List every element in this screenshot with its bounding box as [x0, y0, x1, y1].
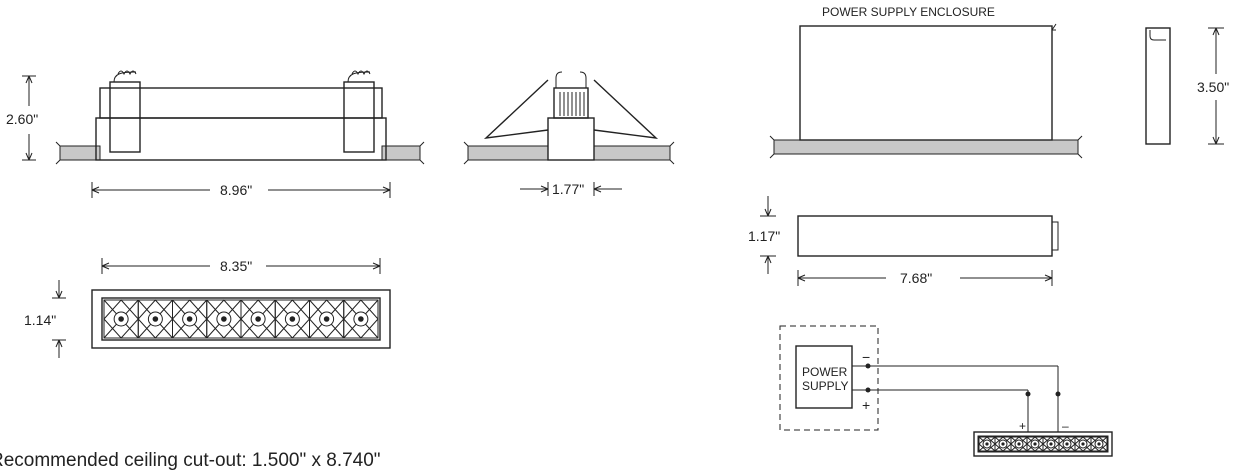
led-array: [103, 299, 379, 339]
spring-right-icon: [351, 70, 371, 76]
led-optic-icon: [978, 436, 996, 452]
wiring-diagram: POWER SUPPLY − + + –: [779, 325, 1113, 457]
ps-plus-label: +: [862, 397, 870, 413]
ps-side-view: 1.17" 7.68": [748, 196, 1059, 286]
led-optic-icon: [1074, 436, 1092, 452]
led-optic-icon: [1090, 436, 1108, 452]
led-optic-icon: [1026, 436, 1044, 452]
ps-minus-label: −: [862, 349, 870, 365]
led-optic-icon: [1058, 436, 1076, 452]
end-width-dim: 1.77": [552, 181, 584, 197]
side-width-dim: 8.96": [220, 182, 252, 198]
led-optic-icon: [1042, 436, 1060, 452]
ps-length-dim: 7.68": [900, 270, 932, 286]
led-minus-label: –: [1062, 419, 1069, 433]
power-label-line2: SUPPLY: [802, 379, 848, 393]
bottom-view: 8.35" 1.14": [24, 258, 391, 358]
led-optic-icon: [308, 299, 345, 339]
led-optic-icon: [994, 436, 1012, 452]
ps-height-dim: 3.50": [1197, 79, 1229, 95]
led-optic-icon: [343, 299, 379, 339]
power-label-line1: POWER: [802, 365, 848, 379]
ps-side-height-dim: 1.17": [748, 228, 780, 244]
side-view: 2.60" 8.96": [6, 70, 425, 198]
side-height-dim: 2.60": [6, 111, 38, 127]
led-optic-icon: [240, 299, 276, 339]
wiring-led-array: [978, 436, 1108, 452]
led-optic-icon: [274, 299, 311, 339]
led-optic-icon: [206, 299, 242, 339]
end-view: 1.77": [463, 71, 675, 197]
led-plus-label: +: [1019, 419, 1026, 433]
led-optic-icon: [171, 299, 208, 339]
ps-enclosure: POWER SUPPLY ENCLOSURE 3.50": [769, 5, 1229, 159]
spring-left-icon: [117, 70, 137, 76]
bottom-length-dim: 8.35": [220, 258, 252, 274]
led-optic-icon: [1010, 436, 1028, 452]
bottom-height-dim: 1.14": [24, 312, 56, 328]
cutout-note: Recommended ceiling cut-out: 1.500" x 8.…: [0, 450, 381, 471]
led-optic-icon: [103, 299, 139, 339]
led-optic-icon: [137, 299, 174, 339]
enclosure-title: POWER SUPPLY ENCLOSURE: [822, 5, 995, 19]
